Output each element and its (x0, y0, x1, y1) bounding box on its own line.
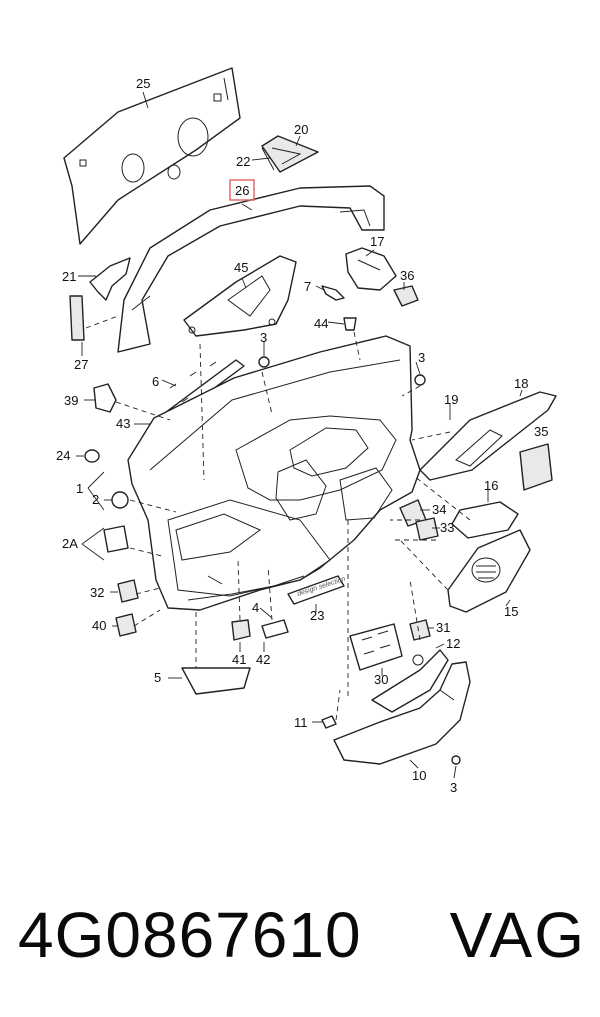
label-34: 34 (432, 502, 446, 517)
clip-44 (343, 317, 357, 331)
part-27-felt-strip (69, 295, 85, 341)
part-18-handle-trim (419, 391, 557, 481)
label-36: 36 (400, 268, 414, 283)
label-3-right: 3 (418, 350, 425, 365)
label-18: 18 (514, 376, 528, 391)
part-41-clip (231, 619, 251, 641)
part-40-switch (115, 613, 137, 637)
label-45: 45 (234, 260, 248, 275)
label-27: 27 (74, 357, 88, 372)
part-45-tweeter-housing (183, 255, 297, 337)
part-35-window-switch (519, 443, 553, 491)
screw-3-upper (258, 356, 426, 386)
part-32-switch (117, 579, 139, 603)
label-22: 22 (236, 154, 250, 169)
label-15: 15 (504, 604, 518, 619)
part-33-switch (415, 517, 439, 541)
part-39-bracket (93, 383, 117, 413)
label-5: 5 (154, 670, 161, 685)
screw-11 (321, 715, 337, 729)
label-23: 23 (310, 608, 324, 623)
label-6: 6 (152, 374, 159, 389)
leader-lines (76, 91, 523, 779)
brand-name: VAG (449, 899, 586, 971)
label-41: 41 (232, 652, 246, 667)
label-2: 2 (92, 492, 99, 507)
label-11: 11 (294, 715, 308, 730)
label-39: 39 (64, 393, 78, 408)
part-12-bracket (371, 649, 449, 713)
label-2A: 2A (62, 536, 78, 551)
part-16-grille-frame (451, 501, 519, 539)
label-10: 10 (412, 768, 426, 783)
part-26-window-trim (117, 185, 385, 353)
label-3-lower: 3 (450, 780, 457, 795)
label-24: 24 (56, 448, 70, 463)
label-17: 17 (370, 234, 384, 249)
label-7: 7 (304, 279, 311, 294)
label-40: 40 (92, 618, 106, 633)
label-21: 21 (62, 269, 76, 284)
label-3-upper: 3 (260, 330, 267, 345)
part-24-cap (84, 449, 100, 463)
label-42: 42 (256, 652, 270, 667)
part-42-clip (261, 619, 289, 639)
part-2-round-switch (111, 491, 129, 509)
footer: 4G0867610 VAG (0, 880, 600, 990)
parts-exploded-diagram: design selection (56, 67, 557, 795)
label-16: 16 (484, 478, 498, 493)
callout-labels: 25 20 22 26 17 21 45 7 36 44 27 3 3 6 39… (56, 76, 548, 795)
label-4: 4 (252, 600, 259, 615)
part-2A-bracket (103, 525, 129, 553)
label-1: 1 (76, 481, 83, 496)
label-30: 30 (374, 672, 388, 687)
screw-3-lower (451, 755, 461, 765)
part-21-bracket (89, 257, 131, 301)
door-trim-panel (127, 335, 421, 611)
label-12: 12 (446, 636, 460, 651)
label-33: 33 (440, 520, 454, 535)
label-25: 25 (136, 76, 150, 91)
screw-7 (321, 285, 345, 301)
label-19: 19 (444, 392, 458, 407)
part-20-mirror-triangle (261, 135, 319, 173)
label-35: 35 (534, 424, 548, 439)
label-32: 32 (90, 585, 104, 600)
part-15-speaker-grille (447, 529, 531, 613)
part-25-insulation-panel (63, 67, 241, 245)
label-43: 43 (116, 416, 130, 431)
label-20: 20 (294, 122, 308, 137)
label-26-highlight-box (229, 179, 255, 201)
part-36-mirror-switch (393, 285, 419, 307)
label-26: 26 (235, 183, 249, 198)
part-31-switch (409, 619, 431, 641)
part-30-switch-block (349, 623, 403, 671)
label-31: 31 (436, 620, 450, 635)
part-10-armrest (333, 661, 471, 765)
part-5-lower-strip (181, 667, 251, 695)
label-44: 44 (314, 316, 328, 331)
part-number: 4G0867610 (18, 899, 362, 971)
part-17-switch-housing (345, 247, 397, 291)
